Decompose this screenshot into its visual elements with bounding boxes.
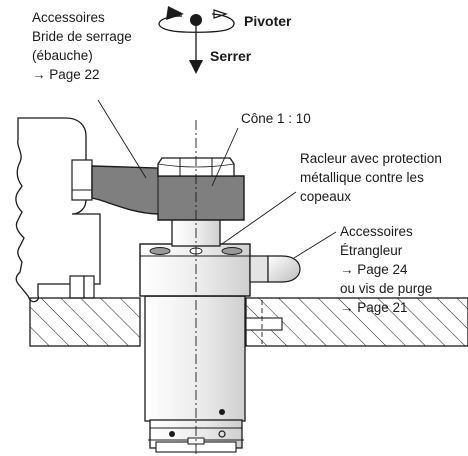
cylinder-body <box>144 295 246 453</box>
leader-lines <box>97 99 337 259</box>
labels: Accessoires Bride de serrage (ébauche) →… <box>32 10 446 315</box>
fixture-plate <box>29 297 468 347</box>
pivot-point-icon <box>190 14 202 26</box>
cone-label: Cône 1 : 10 <box>241 111 311 126</box>
down-arrow-icon <box>189 60 203 74</box>
throttle-valve <box>249 255 301 283</box>
pivot-label: Pivoter <box>244 13 292 29</box>
flange-head <box>139 243 251 297</box>
clamp-label: Serrer <box>210 48 252 64</box>
workpiece <box>15 117 101 303</box>
motion-symbol <box>158 6 235 74</box>
accessories-clamp-label: Accessoires Bride de serrage (ébauche) →… <box>32 10 136 82</box>
hex-nut <box>157 157 235 177</box>
rotate-arrowhead-icon <box>166 6 184 20</box>
wiper-label: Racleur avec protection métallique contr… <box>300 151 446 204</box>
accessories-throttle-label: Accessoires Étrangleur → Page 24 ou vis … <box>340 224 436 315</box>
clamping-arm <box>91 165 245 221</box>
